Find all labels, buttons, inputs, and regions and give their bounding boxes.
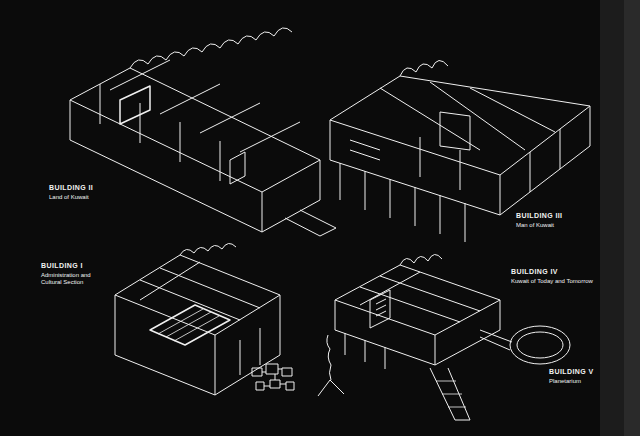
building-label: BUILDING I: [40, 262, 84, 270]
building-subtitle: Planetarium: [548, 378, 582, 385]
building-subtitle: Land of Kuwait: [48, 194, 90, 201]
tree-diagram: [318, 335, 344, 396]
building-label: BUILDING III: [515, 212, 563, 220]
building-subtitle: Man of Kuwait: [515, 222, 555, 229]
planetarium-drawing: [510, 326, 570, 364]
building-iii-drawing: [330, 60, 590, 242]
site-plan: [252, 364, 294, 390]
scan-edge: [600, 0, 640, 436]
building-label: BUILDING IV: [510, 268, 559, 276]
scan-edge: [624, 0, 640, 436]
building-subtitle: Administration and Cultural Section: [40, 272, 110, 286]
building-iv-drawing: [335, 254, 512, 420]
building-label: BUILDING V: [548, 368, 594, 376]
building-i-drawing: [115, 243, 280, 395]
building-label: BUILDING II: [48, 184, 94, 192]
building-ii-drawing: [70, 28, 336, 236]
building-subtitle: Kuwait of Today and Tomorrow: [510, 278, 594, 285]
